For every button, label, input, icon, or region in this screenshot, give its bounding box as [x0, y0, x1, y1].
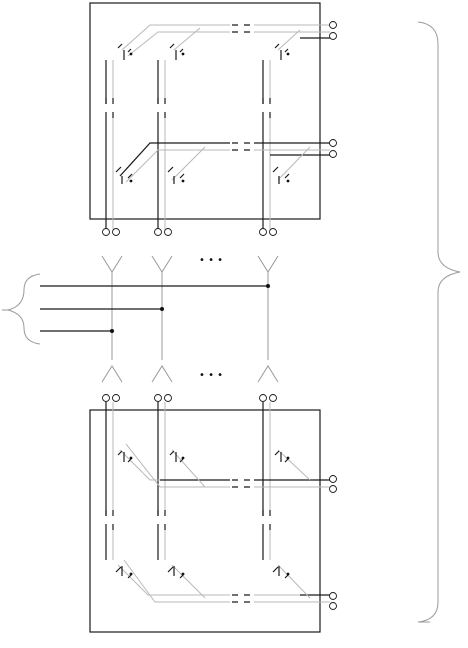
lower-switch-module — [90, 395, 337, 633]
upper-module-frame — [90, 3, 320, 219]
left-brace — [8, 274, 40, 344]
lower-top-terminals — [103, 395, 277, 402]
lower-column-breaks — [100, 510, 277, 530]
lower-row-breaks — [230, 477, 254, 606]
upper-switch-module — [90, 3, 337, 236]
upper-right-terminals — [330, 22, 337, 158]
upper-row2-bus — [120, 143, 330, 182]
upper-column-breaks — [100, 98, 277, 118]
lower-antenna-row: • • • — [102, 366, 278, 382]
lower-ellipsis: • • • — [199, 370, 223, 381]
upper-row-breaks — [230, 22, 254, 158]
control-bus-lines — [40, 284, 270, 333]
upper-row1-bus — [122, 25, 330, 56]
lower-module-frame — [90, 410, 320, 632]
upper-antenna-row: • • • — [102, 255, 278, 360]
lower-row1-bus — [120, 444, 330, 487]
lower-row2-bus — [118, 560, 330, 602]
lower-row1-switches — [118, 451, 289, 462]
lower-row2-switches — [116, 566, 289, 578]
right-brace — [418, 22, 460, 622]
upper-ellipsis: • • • — [199, 255, 223, 266]
lower-right-terminals — [330, 476, 337, 610]
upper-row1-switches — [118, 44, 289, 60]
upper-bottom-terminals — [103, 229, 277, 236]
